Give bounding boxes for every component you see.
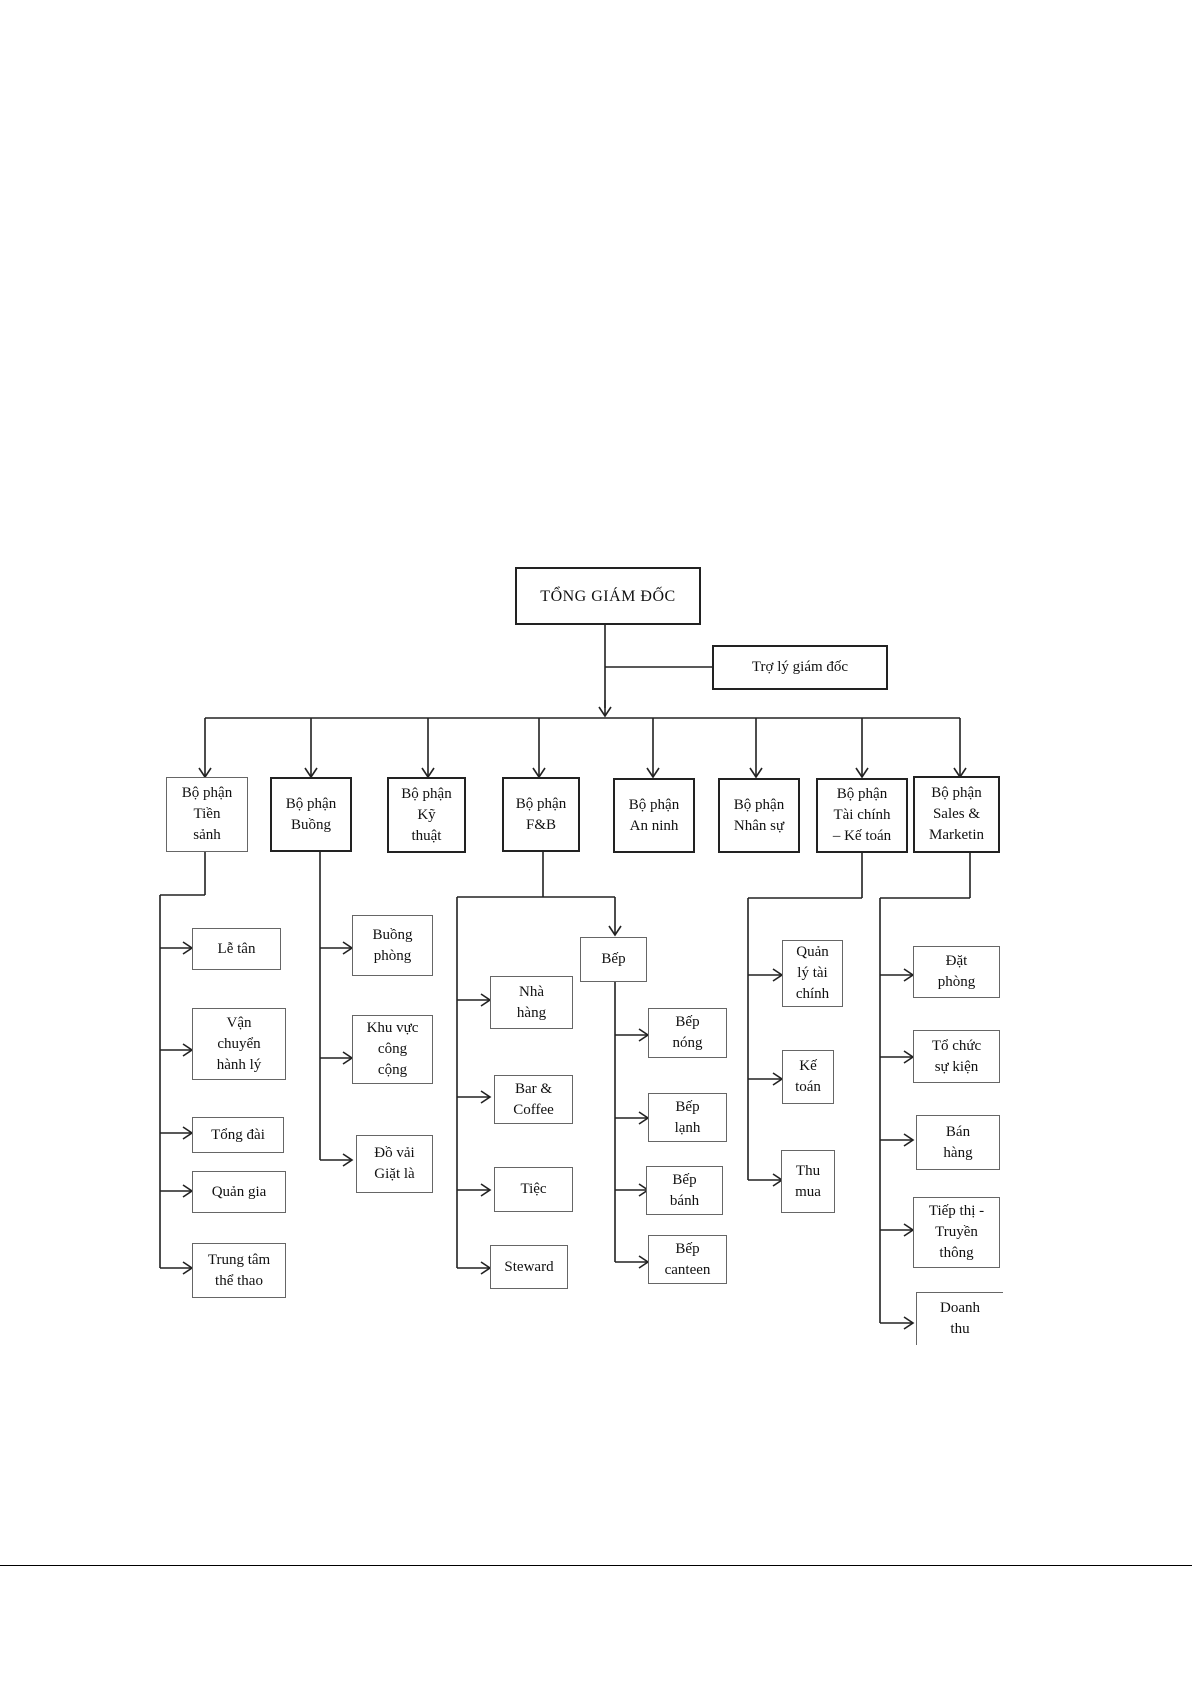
arrow-down-icon — [646, 767, 660, 779]
arrow-down-icon — [749, 767, 763, 779]
sub-unit-box: Khu vực công cộng — [352, 1015, 433, 1084]
department-box: Bộ phận Nhân sự — [718, 778, 800, 853]
sub-unit-box: Lễ tân — [192, 928, 281, 970]
sub-unit-box: Đồ vải Giặt là — [356, 1135, 433, 1193]
sub-unit-box: Tổng đài — [192, 1117, 284, 1153]
sub-unit-box: Tiếp thị - Truyền thông — [913, 1197, 1000, 1268]
sub-unit-box: Tiệc — [494, 1167, 573, 1212]
department-box: Bộ phận Tài chính – Kế toán — [816, 778, 908, 853]
department-box: Bộ phận An ninh — [613, 778, 695, 853]
kitchen-sub-box: Bếp bánh — [646, 1166, 723, 1215]
sub-unit-box: Steward — [490, 1245, 568, 1289]
arrow-right-icon — [480, 1183, 492, 1197]
arrow-right-icon — [480, 1090, 492, 1104]
sub-unit-box: Buồng phòng — [352, 915, 433, 976]
sub-unit-box: Bán hàng — [916, 1115, 1000, 1170]
sub-unit-box: Trung tâm thể thao — [192, 1243, 286, 1298]
sub-unit-box: Nhà hàng — [490, 976, 573, 1029]
sub-unit-box: Doanh thu — [916, 1292, 1003, 1345]
sub-unit-box: Bar & Coffee — [494, 1075, 573, 1124]
arrow-down-icon — [598, 706, 612, 718]
arrow-right-icon — [342, 1153, 354, 1167]
department-box: Bộ phận Buồng — [270, 777, 352, 852]
sub-unit-box: Đặt phòng — [913, 946, 1000, 998]
sub-unit-box: Kế toán — [782, 1050, 834, 1104]
sub-unit-box: Tổ chức sự kiện — [913, 1030, 1000, 1083]
sub-unit-box: Vận chuyển hành lý — [192, 1008, 286, 1080]
sub-unit-box: Thu mua — [781, 1150, 835, 1213]
kitchen-box: Bếp — [580, 937, 647, 982]
kitchen-sub-box: Bếp canteen — [648, 1235, 727, 1284]
department-box: Bộ phận Kỹ thuật — [387, 777, 466, 853]
ceo-box: TỔNG GIÁM ĐỐC — [515, 567, 701, 625]
footer-divider — [0, 1565, 1192, 1566]
sub-unit-box: Quản gia — [192, 1171, 286, 1213]
sub-unit-box: Quản lý tài chính — [782, 940, 843, 1007]
department-box: Bộ phận Sales & Marketin — [913, 776, 1000, 853]
department-box: Bộ phận F&B — [502, 777, 580, 852]
arrow-down-icon — [855, 767, 869, 779]
kitchen-sub-box: Bếp lạnh — [648, 1093, 727, 1142]
arrow-right-icon — [903, 1316, 915, 1330]
kitchen-sub-box: Bếp nóng — [648, 1008, 727, 1058]
assistant-box: Trợ lý giám đốc — [712, 645, 888, 690]
arrow-right-icon — [903, 1133, 915, 1147]
department-box: Bộ phận Tiền sảnh — [166, 777, 248, 852]
arrow-down-icon — [608, 925, 622, 937]
